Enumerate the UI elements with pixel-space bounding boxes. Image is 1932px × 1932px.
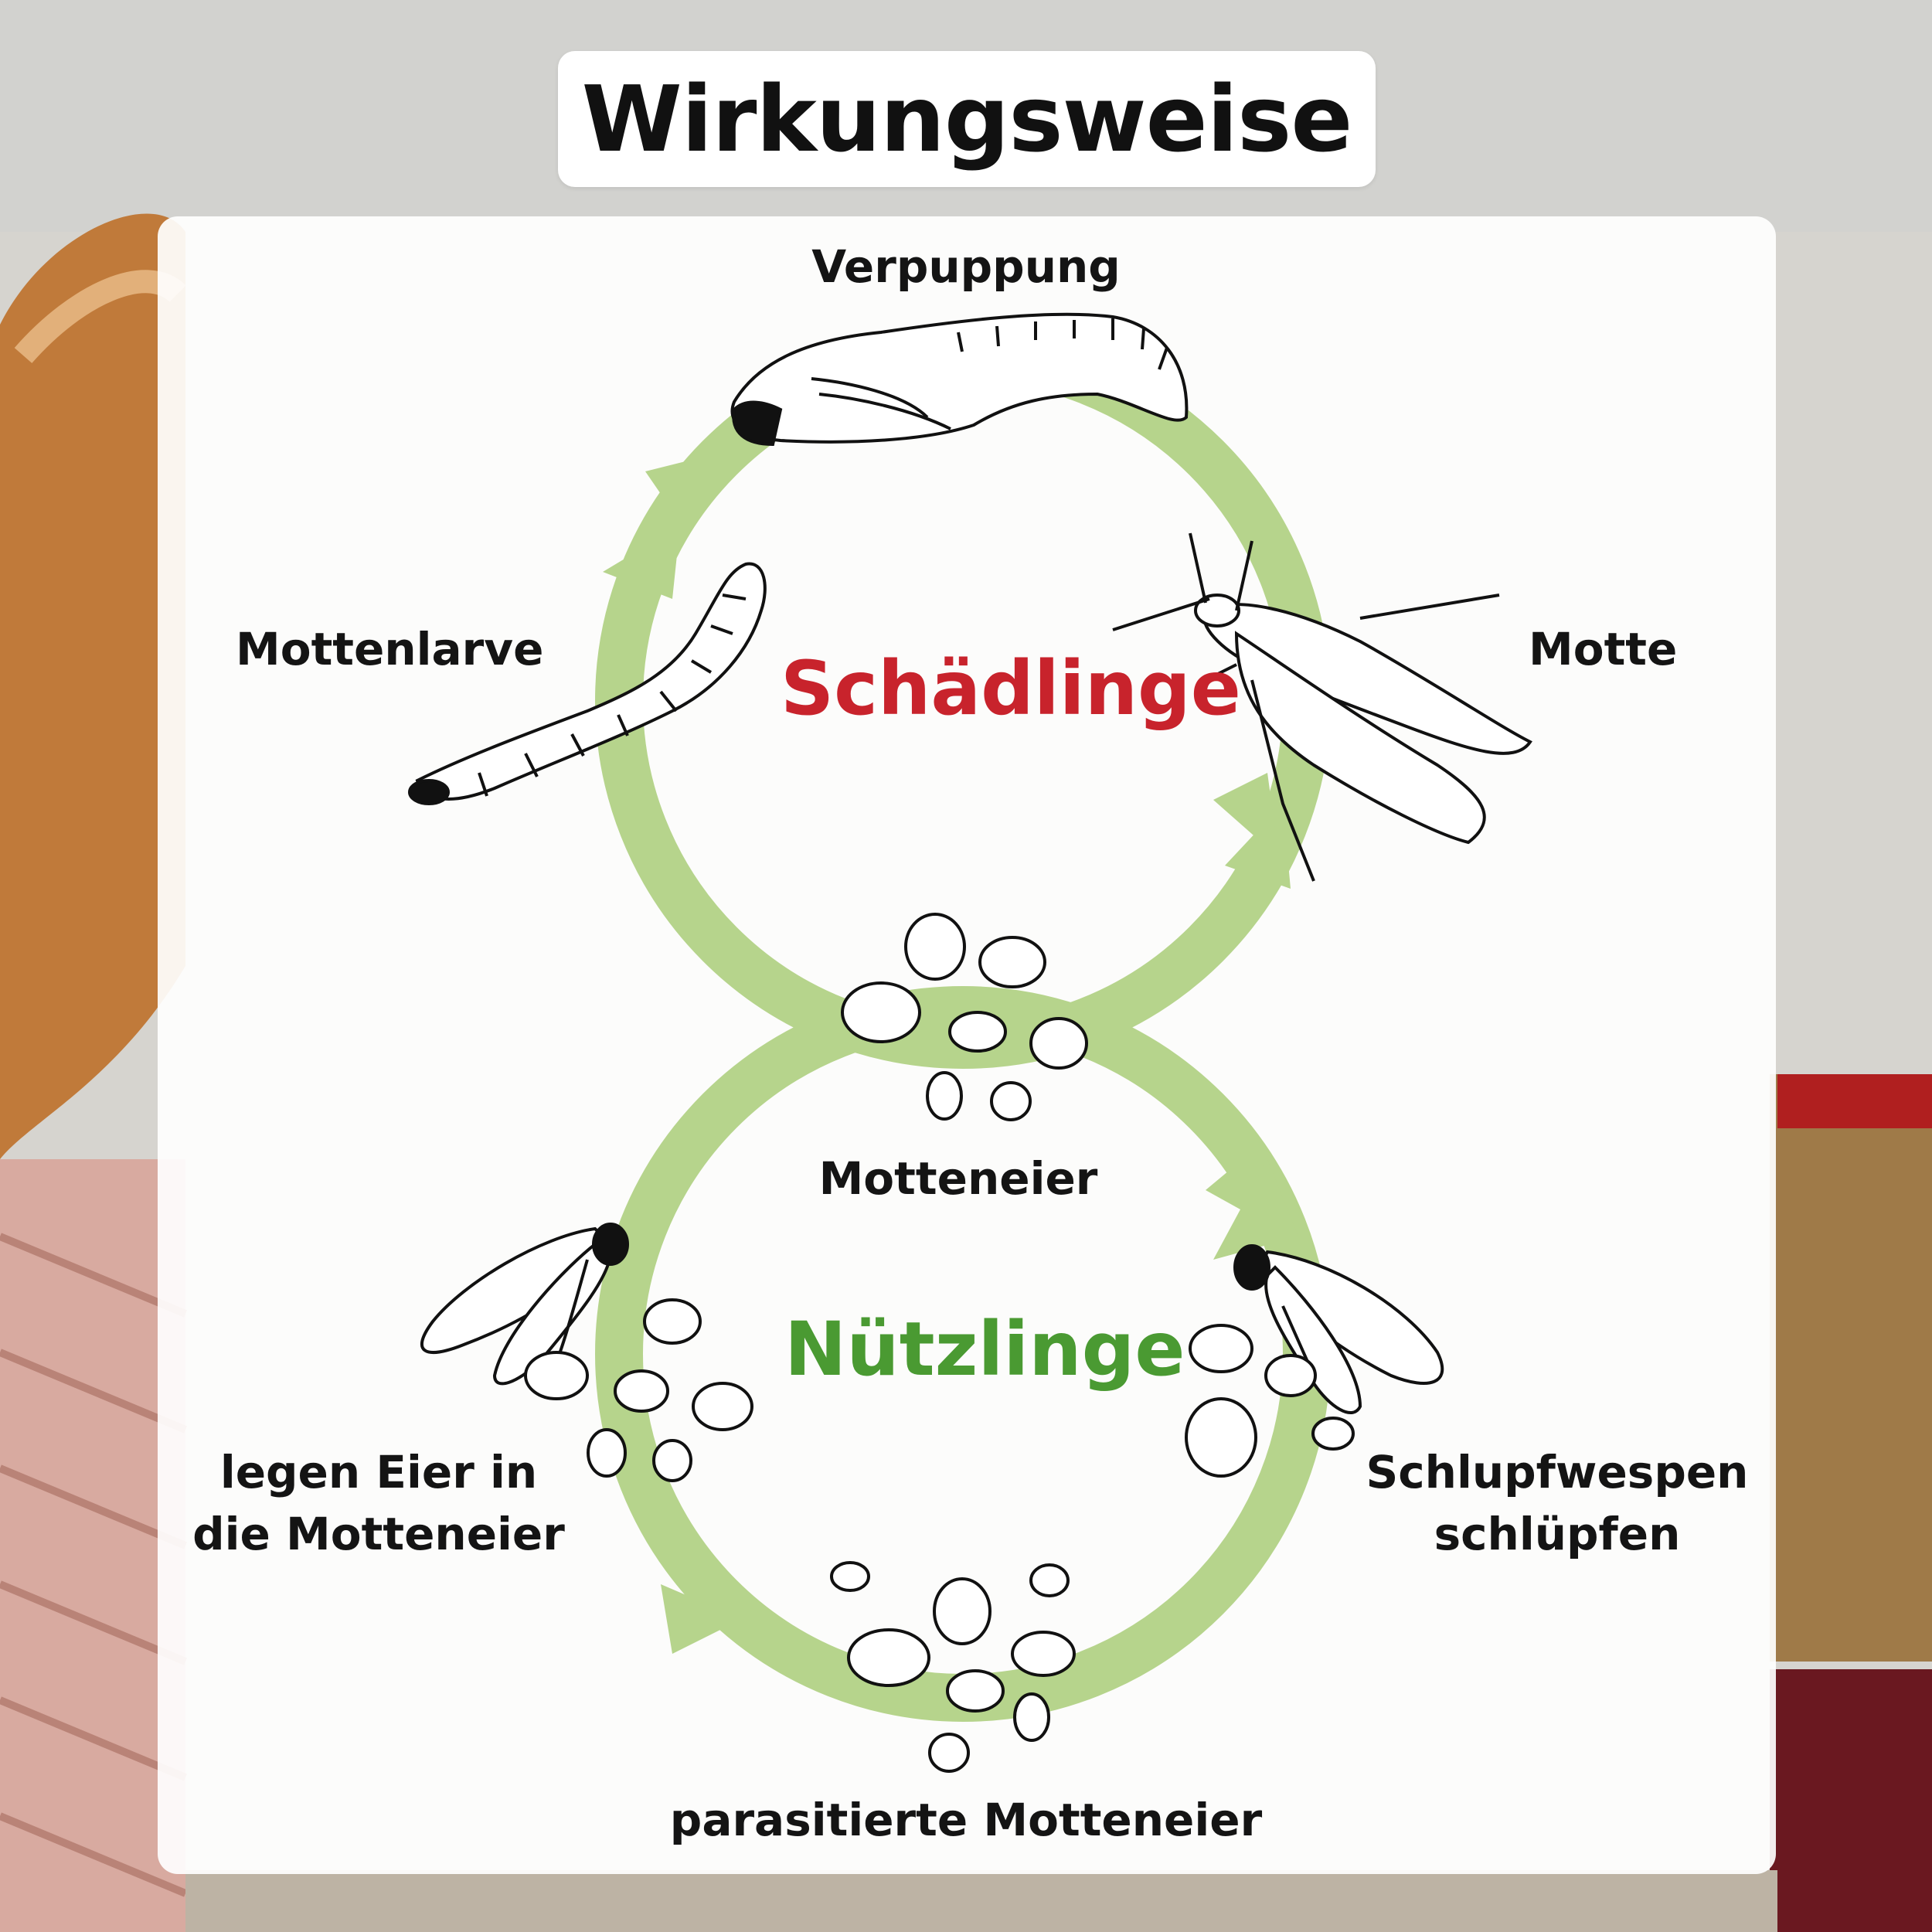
arrow-down-left [661,1584,742,1654]
egg-group-left [524,1298,753,1482]
arrow-up-left [603,526,680,599]
wasp-icon-left [420,1223,629,1393]
pupa-icon [730,312,1189,447]
stage-lay-eggs-label: legen Eier in die Motteneier [185,1441,572,1565]
larva-icon [408,562,767,805]
moth-icon [1112,532,1532,882]
page-title: Wirkungsweise [581,66,1353,172]
stage-lay-eggs-line2: die Motteneier [192,1508,565,1560]
pest-cycle-arrows [603,452,1291,889]
arrow-up-right-2 [1213,1159,1298,1260]
stage-moth-eggs-label: Motteneier [818,1152,1098,1205]
stage-wasps-hatch-line2: schlüpfen [1434,1508,1681,1560]
egg-cluster-icon [841,913,1088,1121]
arrow-down-right-2 [1213,773,1279,858]
pest-cycle-label: Schädlinge [781,645,1241,732]
stage-wasps-hatch-line1: Schlupfwespen [1366,1446,1749,1498]
wasp-icon-right [1233,1244,1444,1414]
egg-group-right [1185,1324,1355,1478]
title-box: Wirkungsweise [558,51,1376,187]
stage-pupation-label: Verpuppung [811,240,1121,293]
arrow-up-left-2 [645,452,723,533]
beneficial-cycle-arrows [661,1151,1298,1654]
stage-lay-eggs-line1: legen Eier in [219,1446,538,1498]
stage-parasitized-eggs-label: parasitierte Motteneier [669,1794,1263,1846]
stage-larva-label: Mottenlarve [236,623,544,675]
beneficial-cycle-label: Nützlinge [784,1306,1185,1393]
stage-wasps-hatch-label: Schlupfwespen schlüpfen [1364,1441,1750,1565]
stage-moth-label: Motte [1529,623,1678,675]
parasitized-egg-cluster-icon [830,1561,1076,1773]
